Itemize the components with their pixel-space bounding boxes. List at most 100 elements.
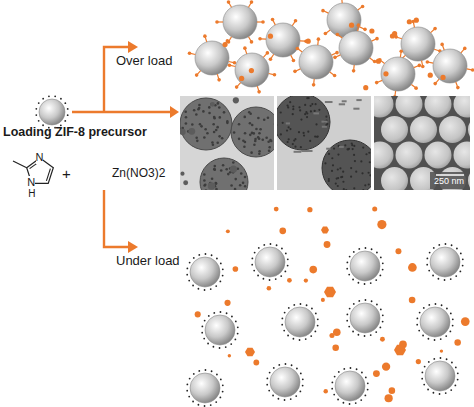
- tem-particle: [332, 164, 334, 166]
- charge-dot: [365, 299, 367, 301]
- zif-particle: [390, 33, 395, 38]
- charge-dot: [348, 274, 350, 276]
- charge-dot: [433, 392, 435, 394]
- charge-dot: [219, 280, 221, 282]
- tem-particle: [258, 132, 261, 135]
- tem-particle: [317, 135, 319, 137]
- charge-dot: [440, 338, 442, 340]
- tem-particle: [368, 183, 370, 185]
- charge-dot: [215, 401, 217, 403]
- zif-particle: [250, 0, 254, 4]
- zif-particle: [324, 32, 328, 36]
- tem-particle: [215, 188, 218, 190]
- zif-particle: [292, 59, 296, 63]
- charge-dot: [300, 303, 302, 305]
- tem-particle: [243, 145, 246, 148]
- zif-particle: [428, 73, 433, 78]
- tem-particle: [180, 129, 186, 135]
- tem-particle: [342, 171, 344, 173]
- charge-dot: [365, 247, 367, 249]
- zif-particle: [418, 64, 422, 68]
- tem-particle: [351, 142, 353, 144]
- tem-particle: [205, 189, 208, 190]
- charge-dot: [198, 370, 200, 372]
- zif-particle: [257, 90, 261, 94]
- charge-dot: [331, 388, 333, 390]
- tem-particle: [286, 104, 288, 106]
- charge-dot: [337, 399, 339, 401]
- charge-dot: [281, 324, 283, 326]
- zif-particle: [268, 34, 273, 39]
- zif-particle: [416, 359, 421, 364]
- zif-particle: [293, 70, 297, 74]
- tem-particle: [195, 136, 198, 139]
- silica-sphere: [339, 31, 373, 65]
- charge-dot: [287, 335, 289, 337]
- charge-dot: [446, 358, 448, 360]
- zif-particle: [369, 28, 374, 33]
- tem-particle: [292, 108, 294, 110]
- charge-dot: [192, 401, 194, 403]
- tem-particle: [212, 123, 215, 126]
- tem-particle: [368, 152, 370, 154]
- charge-dot: [452, 325, 454, 327]
- zif-particle: [271, 18, 275, 22]
- tem-particle: [282, 122, 284, 124]
- charge-dot: [382, 269, 384, 271]
- tem-particle: [304, 113, 306, 115]
- zif-particle: [235, 85, 239, 89]
- zif-particle: [217, 78, 221, 82]
- tem-image: [180, 96, 274, 190]
- charge-dot: [352, 279, 354, 281]
- zif-particle: [309, 266, 317, 274]
- tem-particle: [233, 97, 239, 103]
- tem-particle: [198, 107, 201, 110]
- silica-sphere: [381, 57, 415, 91]
- charge-dot: [315, 312, 317, 314]
- tem-particle: [339, 167, 341, 169]
- zif-particle: [226, 39, 230, 43]
- tem-particle: [356, 99, 361, 101]
- charge-dot: [203, 338, 205, 340]
- charge-dot: [237, 333, 239, 335]
- step-label: Loading ZIF-8 precursor: [3, 125, 147, 139]
- charge-dot: [423, 307, 425, 309]
- charge-dot: [367, 389, 369, 391]
- tem-particle: [204, 184, 207, 187]
- zif-crystal: [321, 227, 329, 234]
- charge-dot: [186, 384, 188, 386]
- zif-particle: [336, 33, 340, 37]
- tem-particle: [255, 128, 258, 131]
- charge-dot: [358, 300, 360, 302]
- charge-dot: [305, 338, 307, 340]
- charge-dot: [198, 288, 200, 290]
- tem-particle: [280, 133, 282, 135]
- zif-particle: [375, 37, 379, 41]
- zif-particle: [333, 56, 337, 60]
- tem-particle: [234, 178, 237, 181]
- tem-particle: [263, 118, 266, 121]
- sem-sphere: [374, 142, 394, 169]
- charge-dot: [451, 244, 453, 246]
- zif-particle: [287, 278, 292, 283]
- sem-sphere: [425, 96, 452, 118]
- zif-particle: [222, 42, 227, 47]
- charge-dot: [204, 320, 206, 322]
- tem-particle: [318, 109, 320, 111]
- charge-dot: [220, 262, 222, 264]
- charge-dot: [193, 373, 195, 375]
- tem-particle: [292, 113, 294, 115]
- tem-particle: [300, 146, 302, 148]
- tem-particle: [238, 138, 241, 141]
- charge-dot: [67, 108, 69, 110]
- tem-particle: [331, 170, 333, 172]
- charge-dot: [38, 102, 40, 104]
- tem-particle: [268, 146, 271, 149]
- charge-dot: [450, 389, 452, 391]
- tem-particle: [328, 178, 330, 180]
- zif-particle: [385, 394, 393, 402]
- tem-particle: [242, 182, 245, 185]
- charge-dot: [416, 318, 418, 320]
- zif-particle: [361, 5, 365, 9]
- zif-particle: [408, 263, 417, 272]
